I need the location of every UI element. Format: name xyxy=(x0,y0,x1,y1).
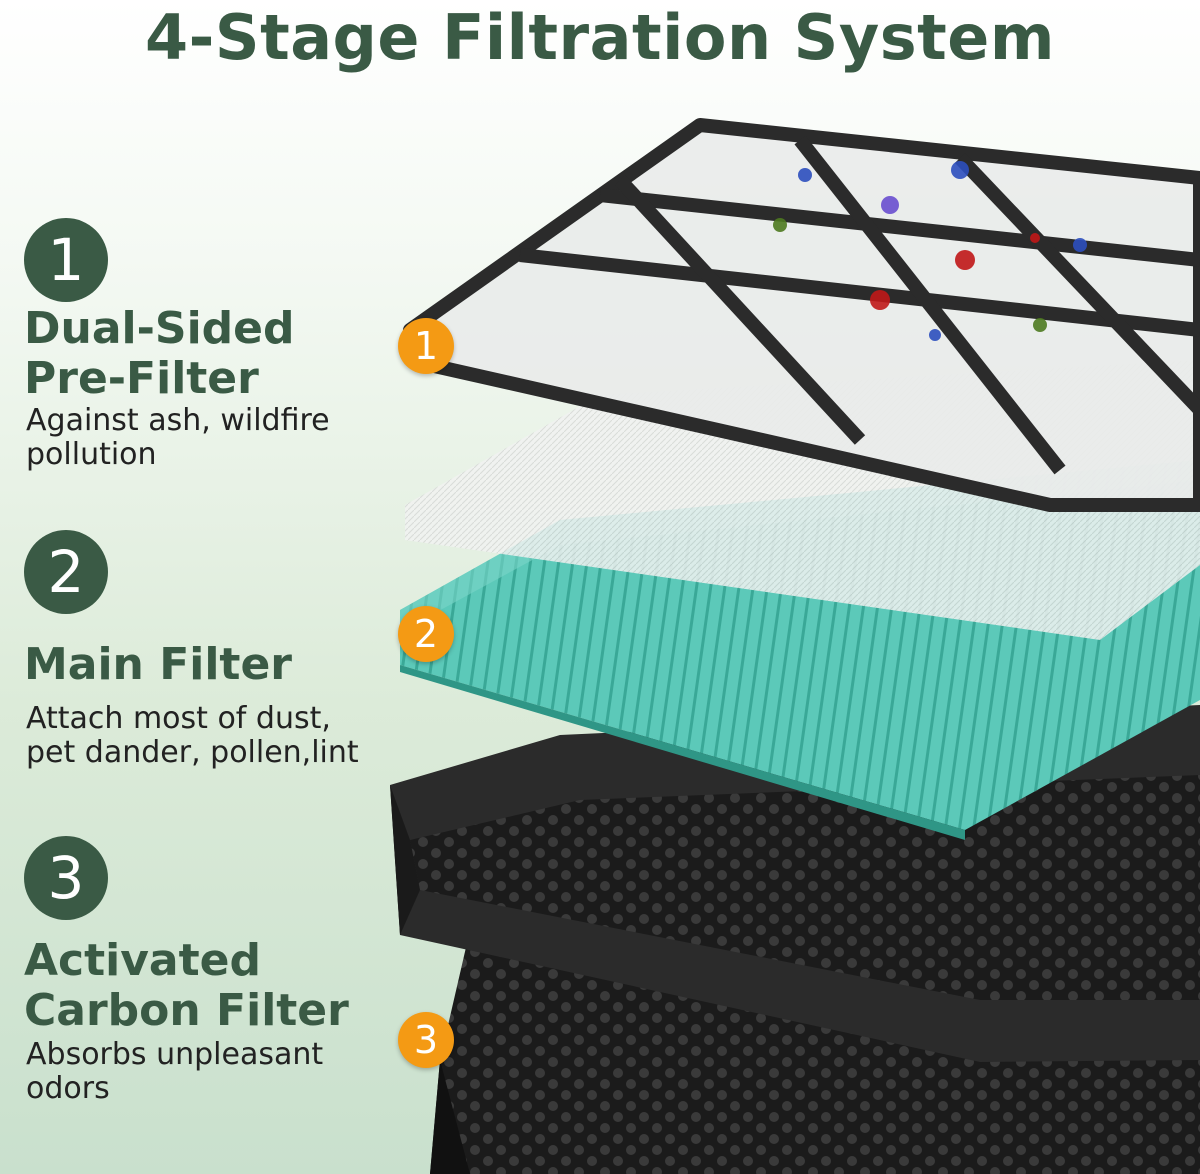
page-title: 4-Stage Filtration System xyxy=(145,1,1055,74)
stage-1: 1 Dual-Sided Pre-Filter Against ash, wil… xyxy=(24,218,330,472)
stage-2: 2 Main Filter Attach most of dust, pet d… xyxy=(24,530,359,770)
stage-title: Activated Carbon Filter xyxy=(24,935,349,1036)
stage-title: Dual-Sided Pre-Filter xyxy=(24,303,295,404)
layer-badge-3: 3 xyxy=(398,1012,454,1068)
stage-number-badge: 1 xyxy=(24,218,108,302)
layer-badge-2: 2 xyxy=(398,606,454,662)
stage-number-badge: 3 xyxy=(24,836,108,920)
stage-title: Main Filter xyxy=(24,639,292,690)
stage-description: Against ash, wildfire pollution xyxy=(26,403,330,472)
stage-3: 3 Activated Carbon Filter Absorbs unplea… xyxy=(24,836,349,1106)
stage-description: Absorbs unpleasant odors xyxy=(26,1037,324,1106)
stage-description: Attach most of dust, pet dander, pollen,… xyxy=(26,701,359,770)
layer-badge-1: 1 xyxy=(398,318,454,374)
stage-number-badge: 2 xyxy=(24,530,108,614)
